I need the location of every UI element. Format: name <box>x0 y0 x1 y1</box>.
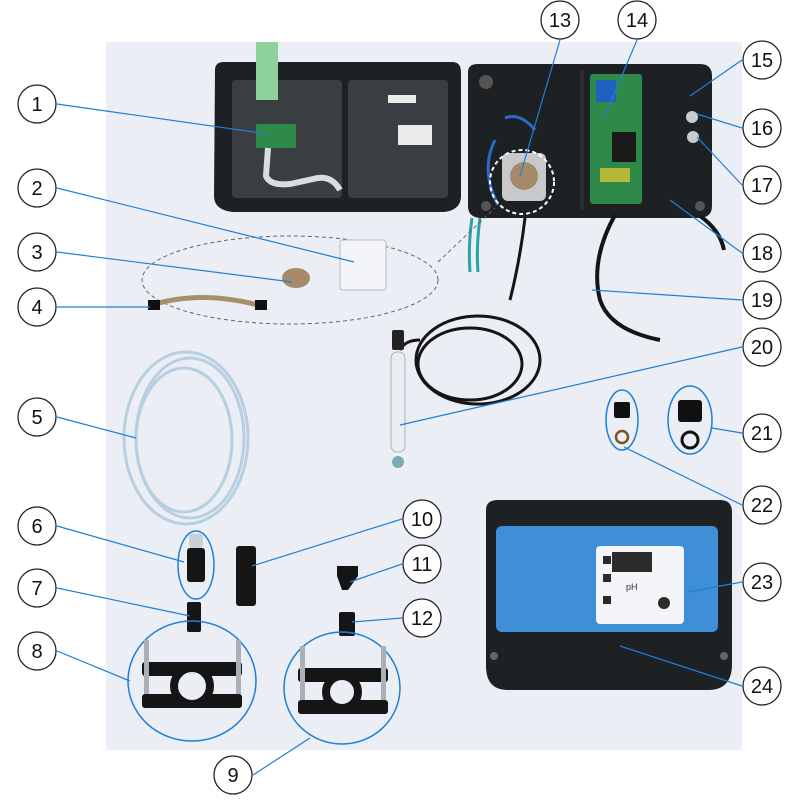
front-cover-inside <box>214 42 461 212</box>
callout-7: 7 <box>17 568 57 608</box>
leader-lines <box>56 39 743 776</box>
callout-number: 24 <box>751 676 773 698</box>
callout-number: 7 <box>31 578 42 600</box>
callout-number: 19 <box>751 290 773 312</box>
callout-15: 15 <box>742 40 782 80</box>
callout-13: 13 <box>540 0 580 40</box>
callout-number: 12 <box>411 608 433 630</box>
callout-circle <box>617 0 657 40</box>
callout-circle <box>402 499 442 539</box>
callout-number: 2 <box>31 178 42 200</box>
callout-19: 19 <box>742 280 782 320</box>
callout-circle <box>742 413 782 453</box>
callout-20: 20 <box>742 327 782 367</box>
callout-14: 14 <box>617 0 657 40</box>
callout-circle <box>213 755 253 795</box>
callout-17: 17 <box>742 165 782 205</box>
callout-circle <box>742 40 782 80</box>
callout-number: 1 <box>31 94 42 116</box>
callout-circle <box>17 568 57 608</box>
callout-circle <box>742 108 782 148</box>
callout-9: 9 <box>213 755 253 795</box>
callout-circle <box>17 506 57 546</box>
callout-3: 3 <box>17 232 57 272</box>
callout-circle <box>742 485 782 525</box>
assembled-controller: pH <box>486 500 732 690</box>
callout-circle <box>17 631 57 671</box>
callout-number: 10 <box>411 509 433 531</box>
callout-number: 18 <box>751 243 773 265</box>
callout-10: 10 <box>402 499 442 539</box>
callout-circle <box>17 397 57 437</box>
callout-number: 14 <box>626 10 648 32</box>
callout-circle <box>402 598 442 638</box>
callout-number: 11 <box>412 554 433 576</box>
callout-18: 18 <box>742 233 782 273</box>
callout-1: 1 <box>17 84 57 124</box>
base-housing-open <box>468 64 712 218</box>
callout-6: 6 <box>17 506 57 546</box>
callout-22: 22 <box>742 485 782 525</box>
callout-16: 16 <box>742 108 782 148</box>
callout-circle <box>742 327 782 367</box>
callout-number: 4 <box>31 297 42 319</box>
ph-probe <box>390 314 542 468</box>
callout-number: 6 <box>31 516 42 538</box>
callout-number: 15 <box>751 50 773 72</box>
callout-number: 17 <box>751 175 773 197</box>
callout-11: 11 <box>402 544 442 584</box>
callout-number: 20 <box>751 337 773 359</box>
callout-circle <box>17 168 57 208</box>
callout-2: 2 <box>17 168 57 208</box>
callout-circle <box>540 0 580 40</box>
callout-number: 13 <box>549 10 571 32</box>
callout-number: 3 <box>31 242 42 264</box>
callout-circle <box>17 232 57 272</box>
cable-glands <box>605 385 713 455</box>
callout-number: 8 <box>31 641 42 663</box>
callout-circle <box>402 544 442 584</box>
callout-number: 16 <box>751 118 773 140</box>
callout-circle <box>742 562 782 602</box>
callout-number: 9 <box>227 765 238 787</box>
callout-8: 8 <box>17 631 57 671</box>
callout-21: 21 <box>742 413 782 453</box>
callout-circle <box>742 280 782 320</box>
callout-number: 5 <box>31 407 42 429</box>
callout-number: 21 <box>751 423 773 445</box>
callout-circle <box>742 233 782 273</box>
callout-circle <box>17 84 57 124</box>
callout-circle <box>17 287 57 327</box>
callout-12: 12 <box>402 598 442 638</box>
callout-23: 23 <box>742 562 782 602</box>
callout-circle <box>742 666 782 706</box>
pump-spare-kit <box>141 207 496 325</box>
callout-5: 5 <box>17 397 57 437</box>
callout-4: 4 <box>17 287 57 327</box>
callout-24: 24 <box>742 666 782 706</box>
pipe-clamps <box>127 620 401 745</box>
ph-display-label: pH <box>626 582 638 592</box>
callout-circle <box>742 165 782 205</box>
callout-number: 22 <box>751 495 773 517</box>
callout-number: 23 <box>751 572 773 594</box>
fittings <box>177 530 358 636</box>
